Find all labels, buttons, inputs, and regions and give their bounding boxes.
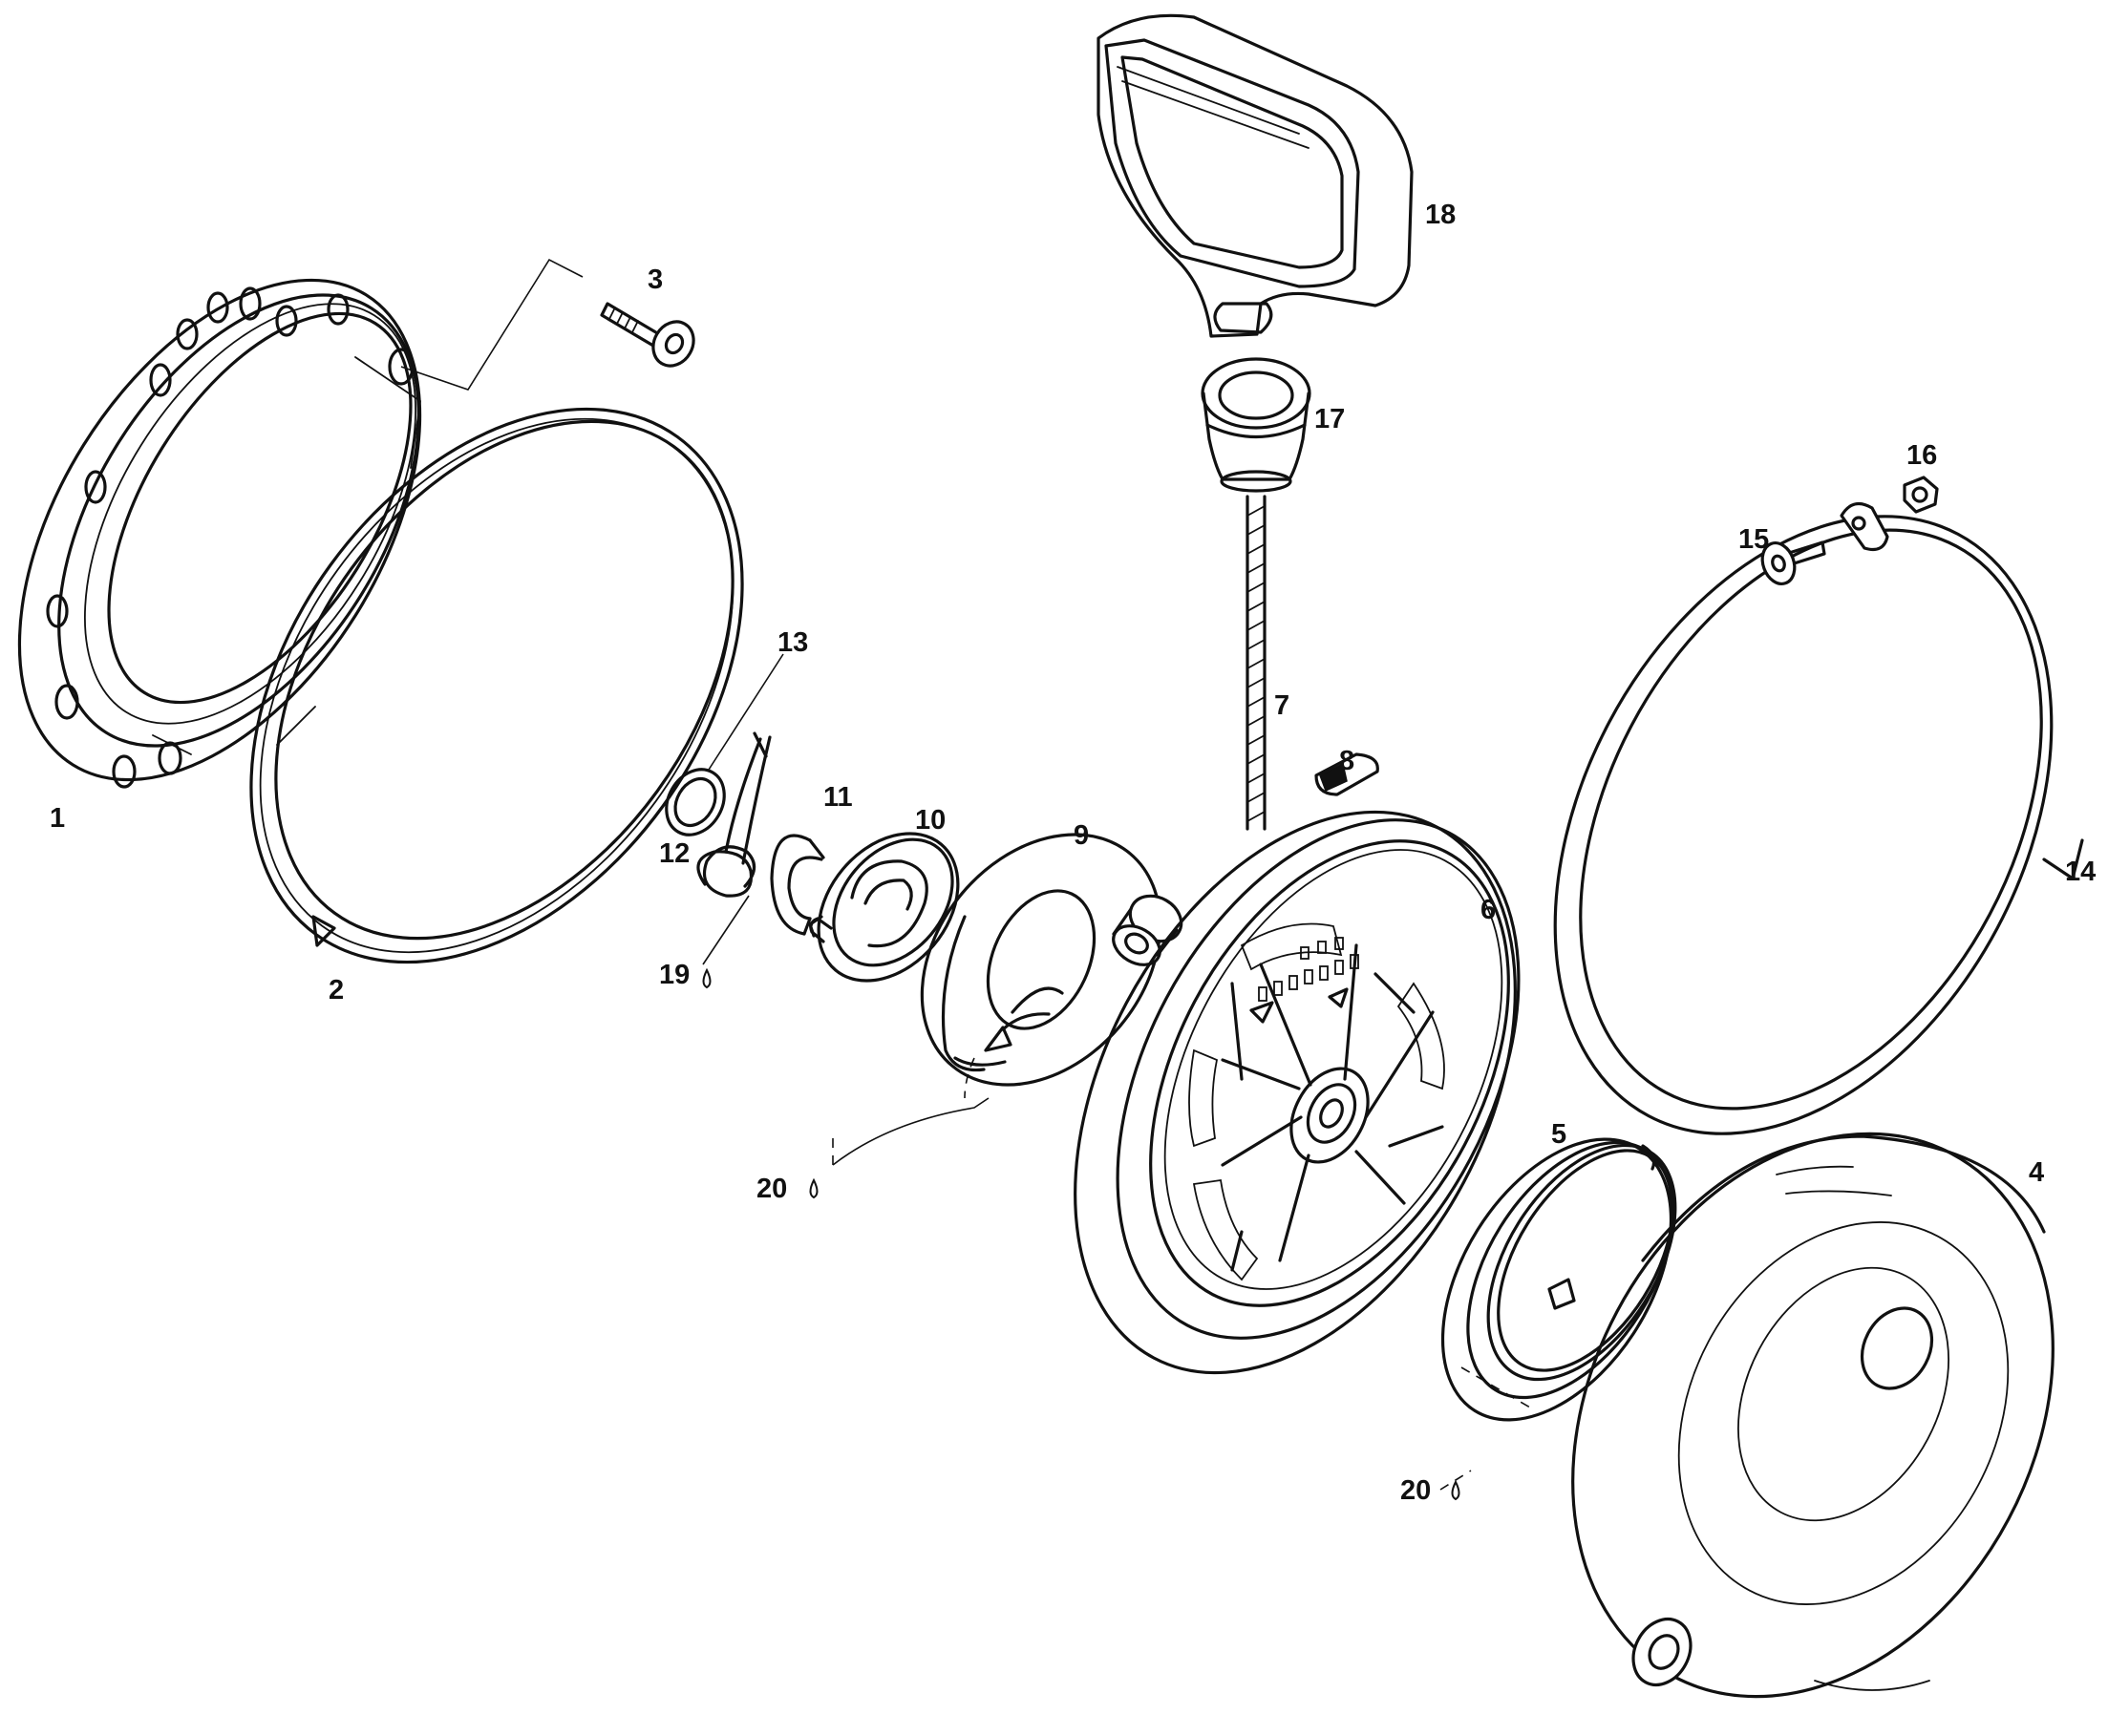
part-8-clip bbox=[1314, 752, 1379, 796]
label-17: 17 bbox=[1314, 404, 1345, 434]
label-9: 9 bbox=[1074, 820, 1089, 851]
part-3-bolt bbox=[600, 302, 695, 368]
part-4-cover bbox=[1571, 1132, 2055, 1699]
part-12-spring bbox=[696, 731, 772, 898]
part-13-circlip bbox=[665, 768, 726, 836]
label-6: 6 bbox=[1480, 895, 1496, 925]
oil-drop-icon bbox=[1451, 1479, 1460, 1501]
label-20-lower: 20 bbox=[1400, 1475, 1431, 1506]
part-labels: 1 2 3 4 5 6 7 8 9 10 11 12 13 14 15 16 1… bbox=[50, 200, 2096, 1506]
part-16-nut bbox=[1903, 476, 1939, 514]
label-15: 15 bbox=[1738, 524, 1769, 555]
label-8: 8 bbox=[1339, 746, 1354, 776]
leader-20-lower bbox=[1460, 1366, 1531, 1408]
leader-13 bbox=[708, 653, 784, 771]
label-13: 13 bbox=[777, 627, 808, 658]
part-11-clip bbox=[770, 834, 825, 936]
label-20-upper: 20 bbox=[756, 1174, 787, 1204]
label-19: 19 bbox=[659, 960, 690, 990]
label-3: 3 bbox=[648, 265, 663, 295]
part-14-clamp bbox=[1553, 501, 2084, 1135]
part-1-housing-ring bbox=[17, 278, 422, 789]
part-10-pawl bbox=[808, 832, 960, 983]
label-14: 14 bbox=[2065, 857, 2096, 887]
label-4: 4 bbox=[2029, 1157, 2044, 1188]
part-9-cam bbox=[920, 833, 1183, 1099]
label-12: 12 bbox=[659, 838, 690, 869]
oil-drop-icon bbox=[809, 1177, 819, 1199]
part-6-pulley bbox=[1074, 810, 1521, 1375]
leader-20-upper-b bbox=[832, 1097, 990, 1166]
part-2-ring bbox=[249, 407, 744, 964]
label-16: 16 bbox=[1906, 440, 1937, 471]
part-5-spring bbox=[1440, 1137, 1677, 1422]
leader-3 bbox=[400, 258, 584, 391]
label-18: 18 bbox=[1425, 200, 1456, 230]
part-17-sleeve bbox=[1201, 357, 1311, 493]
label-5: 5 bbox=[1551, 1119, 1566, 1150]
part-18-handle bbox=[1097, 13, 1414, 338]
label-11: 11 bbox=[823, 782, 853, 813]
label-10: 10 bbox=[915, 805, 946, 836]
oil-drop-icons bbox=[702, 967, 1460, 1501]
label-7: 7 bbox=[1274, 690, 1289, 721]
oil-drop-icon bbox=[702, 967, 712, 989]
label-1: 1 bbox=[50, 803, 65, 834]
label-2: 2 bbox=[329, 975, 344, 1006]
leader-19 bbox=[702, 895, 750, 965]
part-15-bolt bbox=[1760, 540, 1826, 585]
part-7-rope bbox=[1246, 495, 1267, 831]
